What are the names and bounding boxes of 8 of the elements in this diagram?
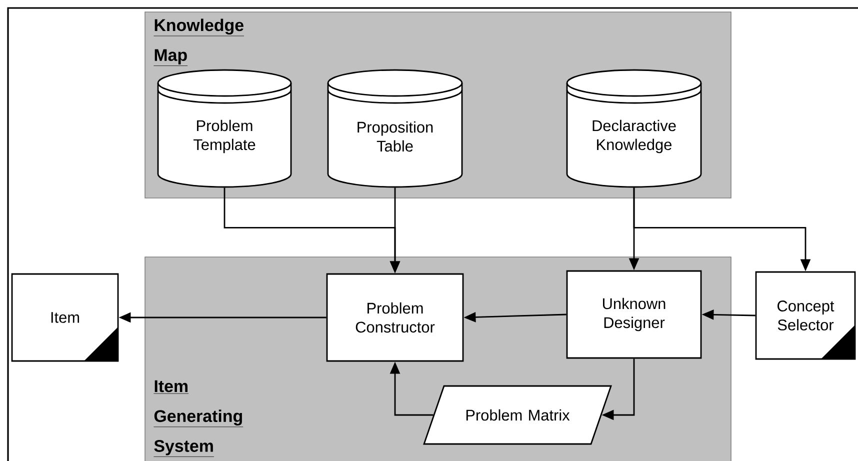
data-parallelogram: Problem Matrix xyxy=(423,385,612,445)
process-box: Problem Constructor xyxy=(326,273,464,362)
process-box: Unknown Designer xyxy=(566,270,702,359)
document-box: Item xyxy=(11,273,119,362)
database-cylinder: Problem Template xyxy=(157,69,292,188)
database-cylinder: Proposition Table xyxy=(327,69,463,188)
document-box: Concept Selector xyxy=(755,271,856,360)
database-cylinder: Declaractive Knowledge xyxy=(566,69,702,188)
